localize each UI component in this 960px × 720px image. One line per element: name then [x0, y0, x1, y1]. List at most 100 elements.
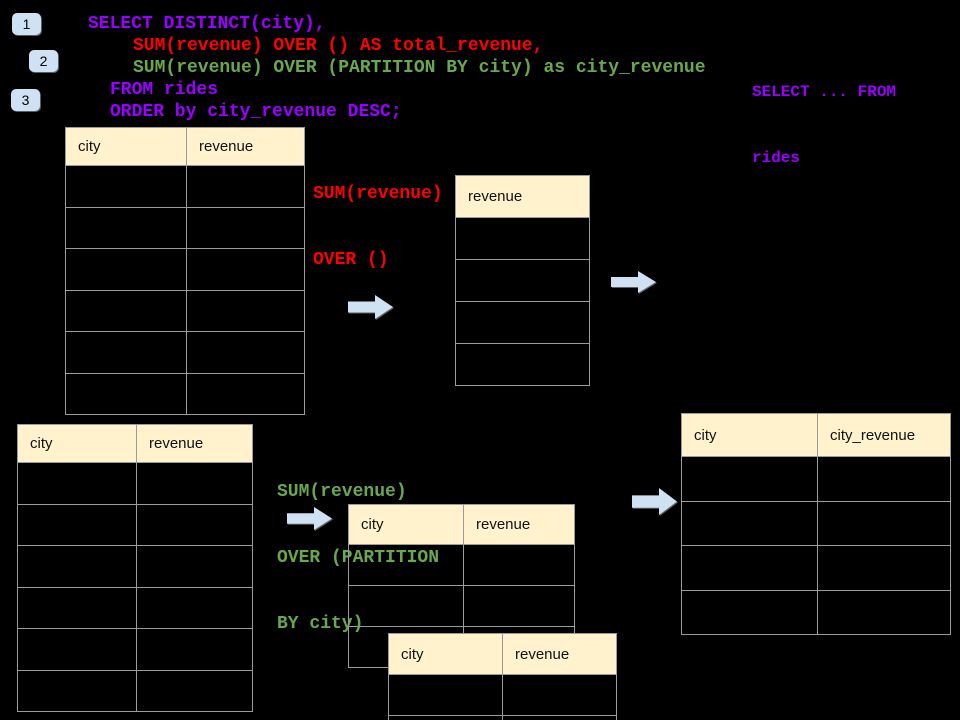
column-header-city: city	[17, 424, 137, 463]
table-row	[348, 585, 575, 627]
table-cell	[817, 589, 951, 635]
table-cell	[186, 331, 305, 374]
sql-line-order: ORDER by city_revenue DESC;	[110, 102, 402, 122]
table-cell	[65, 331, 187, 374]
step-badge-1: 1	[12, 13, 41, 35]
column-header-revenue: revenue	[186, 127, 305, 166]
table-cell	[136, 503, 253, 546]
table-cell	[817, 456, 951, 502]
table-cell	[463, 544, 575, 586]
table-cell	[17, 545, 137, 588]
step-badge-3: 3	[11, 89, 40, 111]
table-cell	[65, 206, 187, 249]
table-row	[681, 456, 951, 502]
select-from-note: SELECT ... FROM rides	[752, 37, 896, 213]
table-row	[455, 217, 590, 260]
sql-line-total: SUM(revenue) OVER () AS total_revenue,	[133, 36, 544, 56]
table-row	[348, 544, 575, 586]
column-header-revenue: revenue	[502, 633, 617, 675]
table-cell	[455, 343, 590, 386]
table-row	[17, 669, 253, 712]
column-header-city: city	[681, 413, 818, 457]
partition-note-line1: SUM(revenue)	[277, 482, 407, 502]
column-header-revenue: revenue	[136, 424, 253, 463]
table-row	[681, 500, 951, 546]
table-row	[455, 301, 590, 344]
table-cell	[502, 715, 617, 720]
table-cell	[136, 586, 253, 629]
table-row	[388, 715, 617, 720]
table-header-row: city revenue	[65, 127, 305, 166]
table-cell	[681, 589, 818, 635]
table-cell	[463, 585, 575, 627]
table-cell	[186, 372, 305, 415]
table-header-row: city revenue	[388, 633, 617, 675]
sql-line-from: FROM rides	[110, 80, 219, 100]
table-row	[455, 259, 590, 302]
table-cell	[817, 545, 951, 591]
column-header-city: city	[348, 504, 464, 545]
table-row	[17, 462, 253, 505]
table-partition-step-2: city revenue	[388, 633, 617, 720]
table-cell	[455, 259, 590, 302]
table-cell	[455, 217, 590, 260]
table-cell	[65, 165, 187, 208]
table-row	[65, 248, 305, 291]
table-cell	[455, 301, 590, 344]
table-total-revenue-result: revenue	[455, 175, 590, 386]
table-row	[388, 674, 617, 716]
table-row	[65, 165, 305, 208]
table-cell	[136, 628, 253, 671]
step-badge-2: 2	[29, 50, 58, 72]
right-arrow-icon	[287, 507, 332, 530]
right-arrow-icon	[632, 488, 677, 515]
table-rides-source-2: city revenue	[17, 424, 253, 712]
sql-line-select: SELECT DISTINCT(city),	[88, 14, 326, 34]
table-header-row: city revenue	[17, 424, 253, 463]
table-cell	[17, 628, 137, 671]
table-cell	[65, 372, 187, 415]
table-cell	[136, 462, 253, 505]
table-cell	[186, 206, 305, 249]
table-rides-source: city revenue	[65, 127, 305, 415]
table-row	[65, 372, 305, 415]
table-row	[65, 206, 305, 249]
table-row	[17, 586, 253, 629]
table-cell	[388, 715, 503, 720]
table-cell	[136, 669, 253, 712]
table-cell	[348, 585, 464, 627]
table-row	[681, 589, 951, 635]
column-header-city: city	[388, 633, 503, 675]
table-cell	[65, 289, 187, 332]
table-header-row: revenue	[455, 175, 590, 218]
table-row	[17, 503, 253, 546]
table-cell	[17, 586, 137, 629]
total-revenue-note-line1: SUM(revenue)	[313, 184, 443, 204]
table-row	[455, 343, 590, 386]
column-header-city-revenue: city_revenue	[817, 413, 951, 457]
table-cell	[186, 248, 305, 291]
table-header-row: city revenue	[348, 504, 575, 545]
table-row	[17, 628, 253, 671]
table-row	[681, 545, 951, 591]
select-from-note-line2: rides	[752, 149, 801, 167]
table-cell	[681, 545, 818, 591]
table-row	[17, 545, 253, 588]
table-cell	[388, 674, 503, 716]
table-header-row: city city_revenue	[681, 413, 951, 457]
table-cell	[502, 674, 617, 716]
right-arrow-icon	[348, 295, 393, 319]
total-revenue-note-line2: OVER ()	[313, 250, 389, 270]
table-cell	[17, 462, 137, 505]
column-header-revenue: revenue	[463, 504, 575, 545]
table-cell	[681, 456, 818, 502]
column-header-revenue: revenue	[455, 175, 590, 218]
total-revenue-note: SUM(revenue) OVER ()	[313, 139, 443, 315]
table-cell	[136, 545, 253, 588]
sql-line-partition: SUM(revenue) OVER (PARTITION BY city) as…	[133, 58, 706, 78]
table-cell	[65, 248, 187, 291]
table-cell	[681, 500, 818, 546]
table-row	[65, 289, 305, 332]
table-cell	[186, 165, 305, 208]
